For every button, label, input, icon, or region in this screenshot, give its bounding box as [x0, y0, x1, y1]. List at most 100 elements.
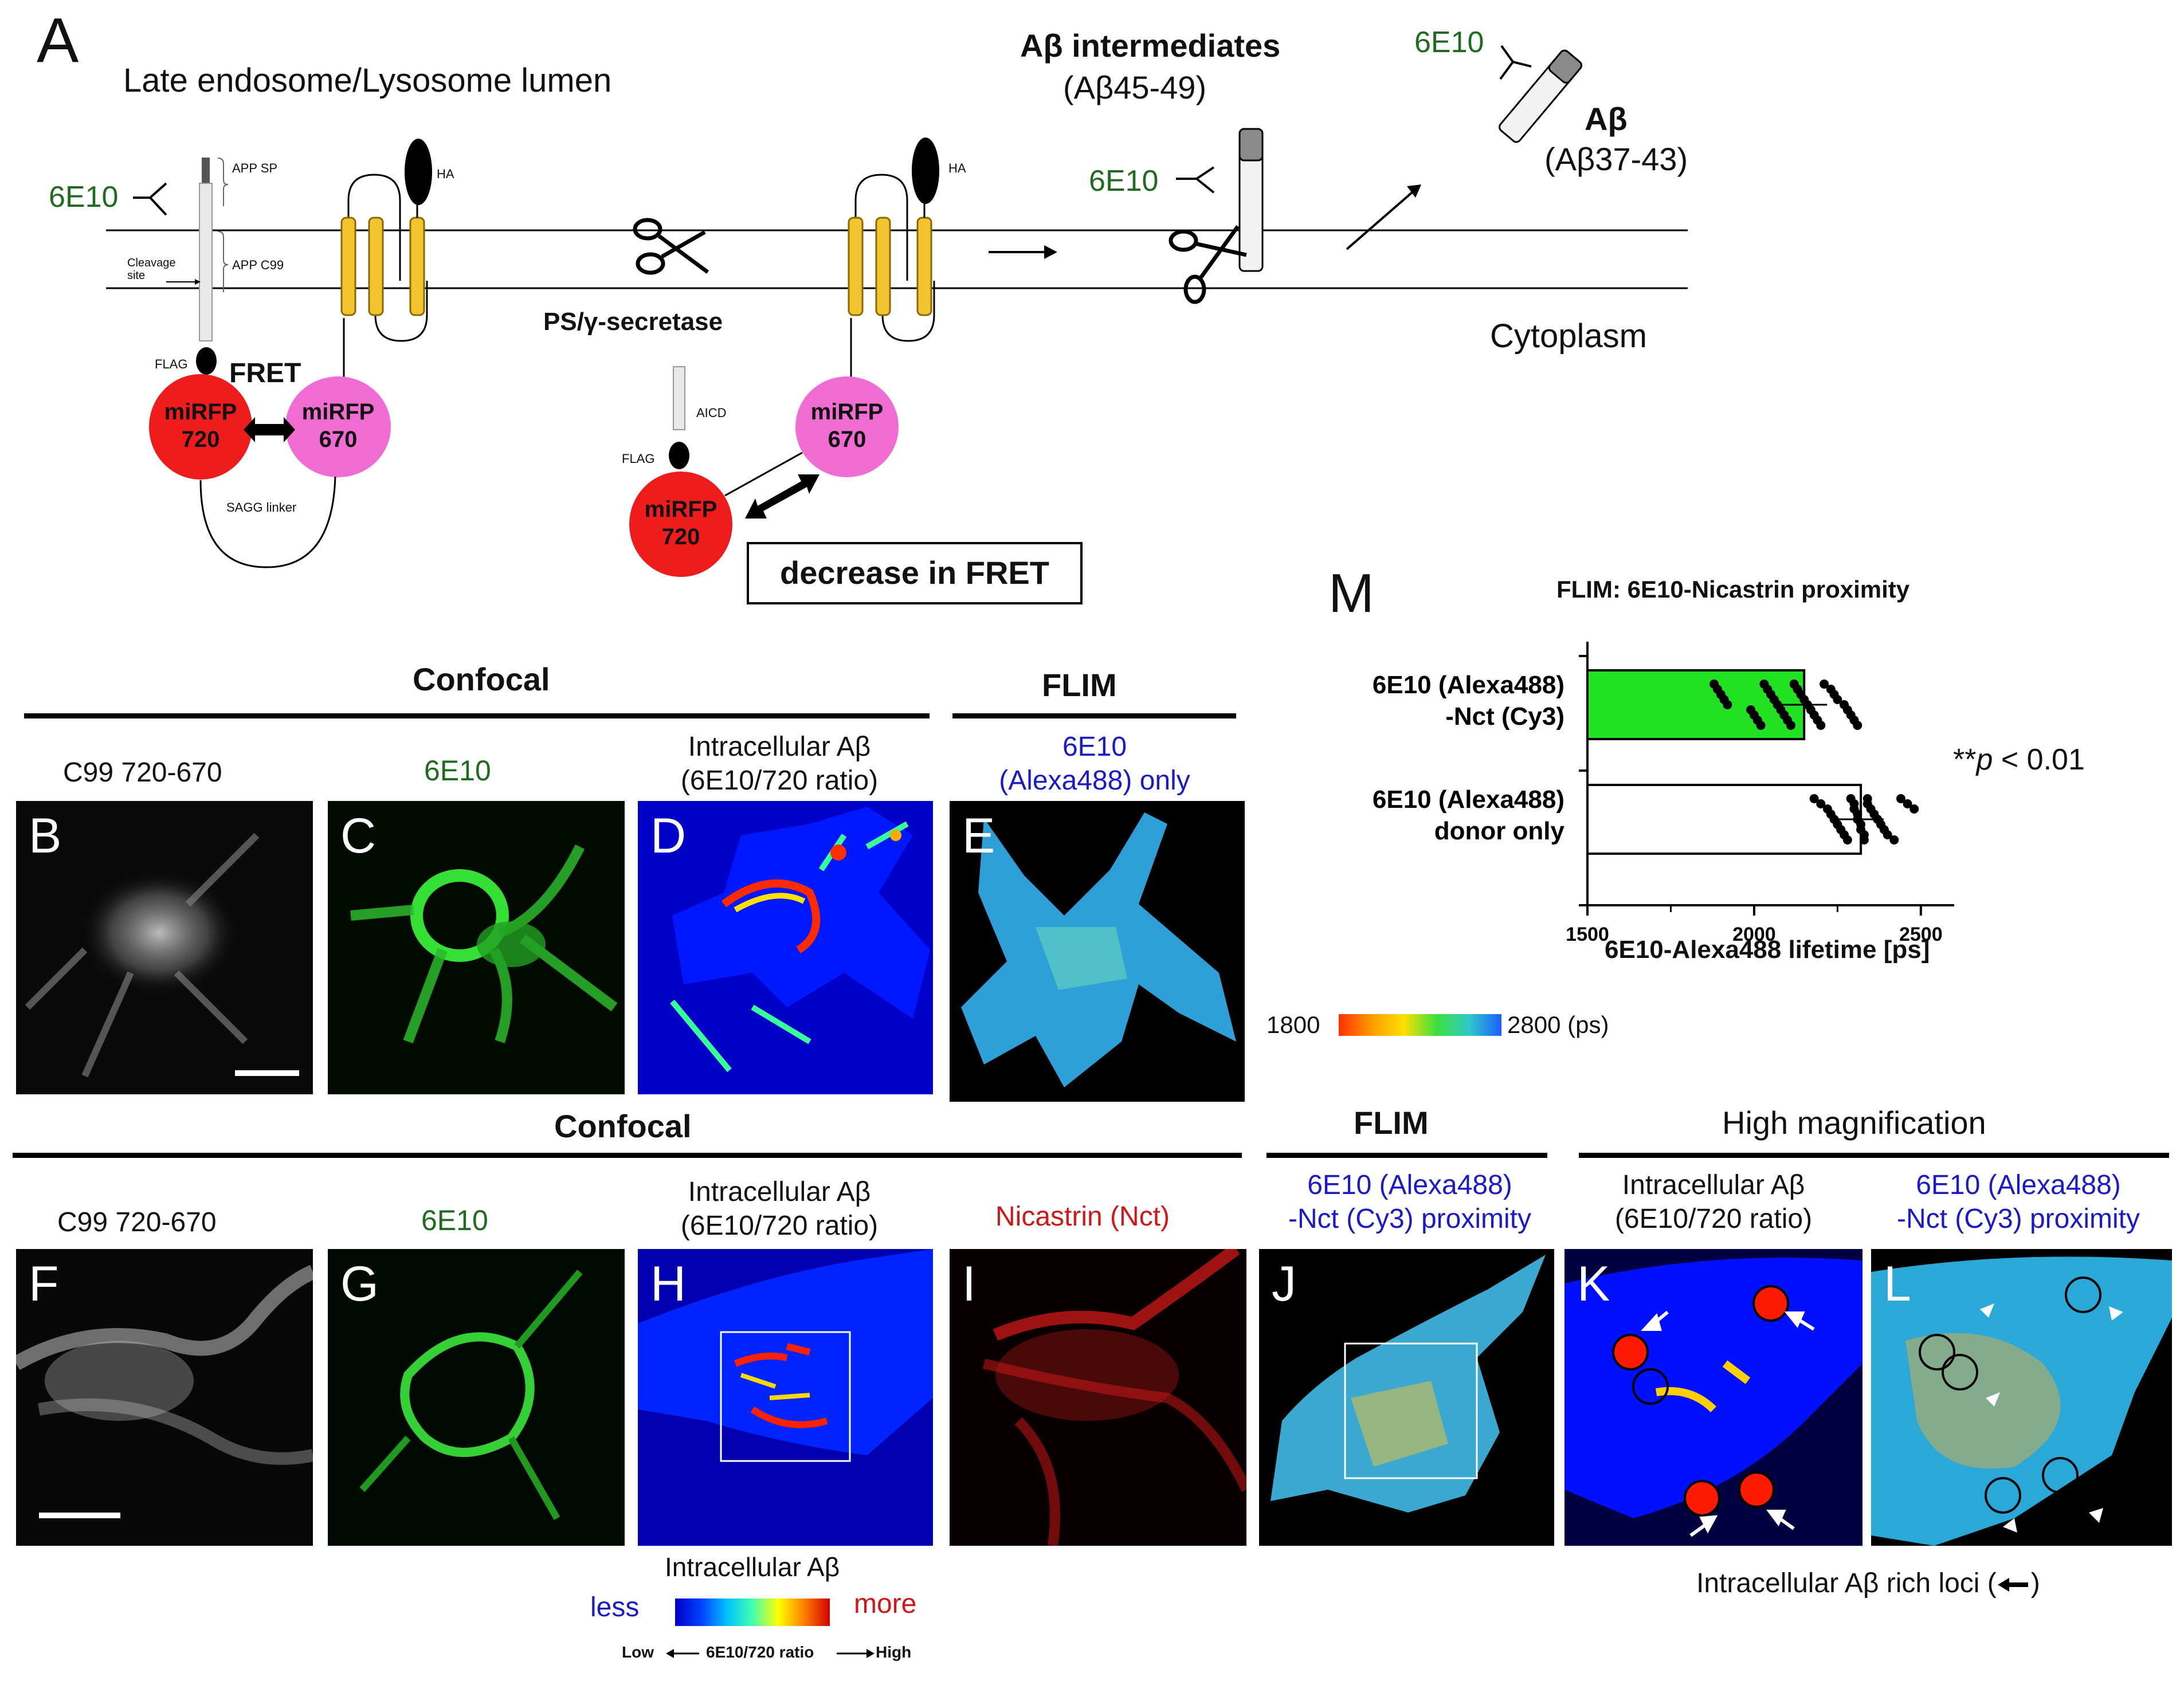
- mirfp670-left-shape: [285, 376, 391, 477]
- category-label-2-line1: 6E10 (Alexa488): [1373, 785, 1565, 814]
- data-point: [1883, 830, 1892, 839]
- panel-letter-b: B: [29, 808, 62, 863]
- sig-stars: **: [1953, 743, 1977, 776]
- process-arrow-2: [1346, 191, 1414, 250]
- panel-letter-e: E: [962, 808, 995, 863]
- ratio-scale-high: High: [876, 1643, 912, 1661]
- panel-e-title-line2: (Alexa488) only: [999, 765, 1190, 796]
- panel-h-title: Intracellular Aβ (6E10/720 ratio): [630, 1176, 928, 1243]
- x-tick-label-2500: 2500: [1899, 924, 1943, 945]
- row2-highmag-rule: [1579, 1153, 2169, 1158]
- panel-letter-h: H: [650, 1256, 687, 1311]
- data-point: [1786, 721, 1795, 730]
- ratio-scale-arrows: [666, 1649, 875, 1658]
- row2-confocal-header: Confocal: [554, 1108, 692, 1144]
- mirfp720-mid-label: miRFP 720: [644, 497, 717, 549]
- antibody-6e10-right-icon: [1499, 45, 1532, 80]
- panel-d-title-line1: Intracellular Aβ: [688, 732, 871, 762]
- panel-l-title-line1: 6E10 (Alexa488): [1916, 1170, 2121, 1200]
- panel-letter-i: I: [962, 1256, 976, 1311]
- panel-f-cell: [16, 1265, 313, 1518]
- panel-l-image: L: [1871, 1249, 2172, 1546]
- panel-letter-a: A: [37, 5, 79, 76]
- aicd-bar: [673, 366, 685, 430]
- ps-secretase-label: PS/γ-secretase: [543, 308, 723, 336]
- rich-loci-close: ): [2030, 1568, 2040, 1598]
- rich-loci-arrow-icon: [1997, 1571, 2031, 1598]
- data-point: [1816, 799, 1826, 808]
- row1-flim-rule: [952, 713, 1236, 718]
- lumen-label: Late endosome/Lysosome lumen: [123, 62, 612, 99]
- panel-letter-f: F: [29, 1256, 59, 1311]
- app-sp-label: APP SP: [232, 161, 278, 175]
- flag-tag-left: [196, 347, 217, 375]
- flim-scale-max: 2800 (ps): [1507, 1011, 1609, 1038]
- panel-j-title-line1: 6E10 (Alexa488): [1307, 1170, 1512, 1200]
- chart-m-significance: **p < 0.01: [1953, 745, 2085, 775]
- data-point: [1756, 721, 1766, 730]
- chart-m: 6E10 (Alexa488)-Nct (Cy3)6E10 (Alexa488)…: [1373, 642, 1954, 945]
- data-point: [1903, 799, 1912, 808]
- scale-bar-f: [39, 1513, 120, 1518]
- antibody-6e10-left-icon: [133, 182, 167, 216]
- panel-letter-l: L: [1884, 1256, 1911, 1311]
- flag-tag-mid: [669, 442, 689, 469]
- panel-d-title-line2: (6E10/720 ratio): [680, 765, 879, 796]
- app-c99-label: APP C99: [232, 258, 284, 272]
- row1-confocal-header: Confocal: [413, 661, 550, 697]
- data-point: [1896, 794, 1905, 803]
- x-tick-label-2000: 2000: [1732, 924, 1776, 945]
- data-point: [1833, 695, 1842, 704]
- panel-b-title: C99 720-670: [63, 757, 222, 788]
- data-point: [1842, 835, 1852, 845]
- fret-label: FRET: [229, 358, 301, 388]
- row2-confocal-rule: [13, 1153, 1242, 1158]
- data-point: [1809, 794, 1819, 803]
- panel-f-title: C99 720-670: [57, 1207, 217, 1238]
- chart-m-xlabel: 6E10-Alexa488 lifetime [ps]: [1605, 936, 1930, 964]
- data-point: [1859, 835, 1869, 845]
- mirfp720-left-label: miRFP 720: [164, 399, 237, 452]
- zoom-box-h: [720, 1331, 851, 1462]
- flim-colour-bar: [1339, 1014, 1501, 1036]
- ratio-scale-title: Intracellular Aβ: [665, 1552, 840, 1582]
- ratio-scale-low: Low: [622, 1643, 654, 1661]
- decrease-double-arrow: [745, 474, 820, 519]
- bar-1: [1586, 669, 1806, 740]
- panel-h-cell: [638, 1249, 933, 1546]
- panel-k-image: K: [1565, 1249, 1863, 1546]
- category-label-2-line2: donor only: [1434, 817, 1565, 845]
- row2-flim-header: FLIM: [1354, 1105, 1429, 1141]
- row1-flim-header: FLIM: [1042, 667, 1117, 703]
- panel-i-cell: [982, 1249, 1246, 1546]
- panel-d-cell: [638, 801, 933, 1094]
- decrease-fret-box: [747, 542, 1083, 604]
- sagg-linker-loop: [199, 476, 336, 568]
- data-point: [1723, 700, 1732, 709]
- panel-f-image: F: [16, 1249, 313, 1546]
- ha-label-mid: HA: [948, 161, 966, 175]
- panel-k-title-line2: (6E10/720 ratio): [1614, 1203, 1813, 1234]
- data-point: [1820, 680, 1829, 689]
- mirfp720-left-shape: [149, 374, 252, 480]
- panel-h-title-line1: Intracellular Aβ: [688, 1177, 871, 1207]
- flag-label-left: FLAG: [155, 357, 188, 371]
- panel-l-cell: [1871, 1256, 2172, 1546]
- mirfp670-mid-label: miRFP 670: [810, 399, 884, 452]
- abeta-tube: [1499, 49, 1582, 143]
- panel-k-title-line1: Intracellular Aβ: [1622, 1170, 1805, 1200]
- x-tick-label-1500: 1500: [1566, 924, 1609, 945]
- transmembrane-helices-left: [340, 139, 432, 404]
- ratio-colour-bar: [675, 1598, 830, 1626]
- panel-g-title: 6E10: [421, 1204, 488, 1236]
- sig-p: p: [1976, 743, 1993, 776]
- panel-b-cell: [25, 832, 299, 1078]
- intermediates-range: (Aβ45-49): [1063, 69, 1207, 105]
- scissors-icon-right: [1169, 225, 1247, 304]
- panel-i-image: I: [950, 1249, 1246, 1546]
- rich-loci-text: Intracellular Aβ rich loci (: [1696, 1568, 1997, 1598]
- panel-g-cell: [359, 1270, 583, 1520]
- aicd-label: AICD: [696, 406, 727, 420]
- scale-bar-b: [235, 1070, 299, 1076]
- chart-m-title: FLIM: 6E10-Nicastrin proximity: [1556, 576, 1910, 603]
